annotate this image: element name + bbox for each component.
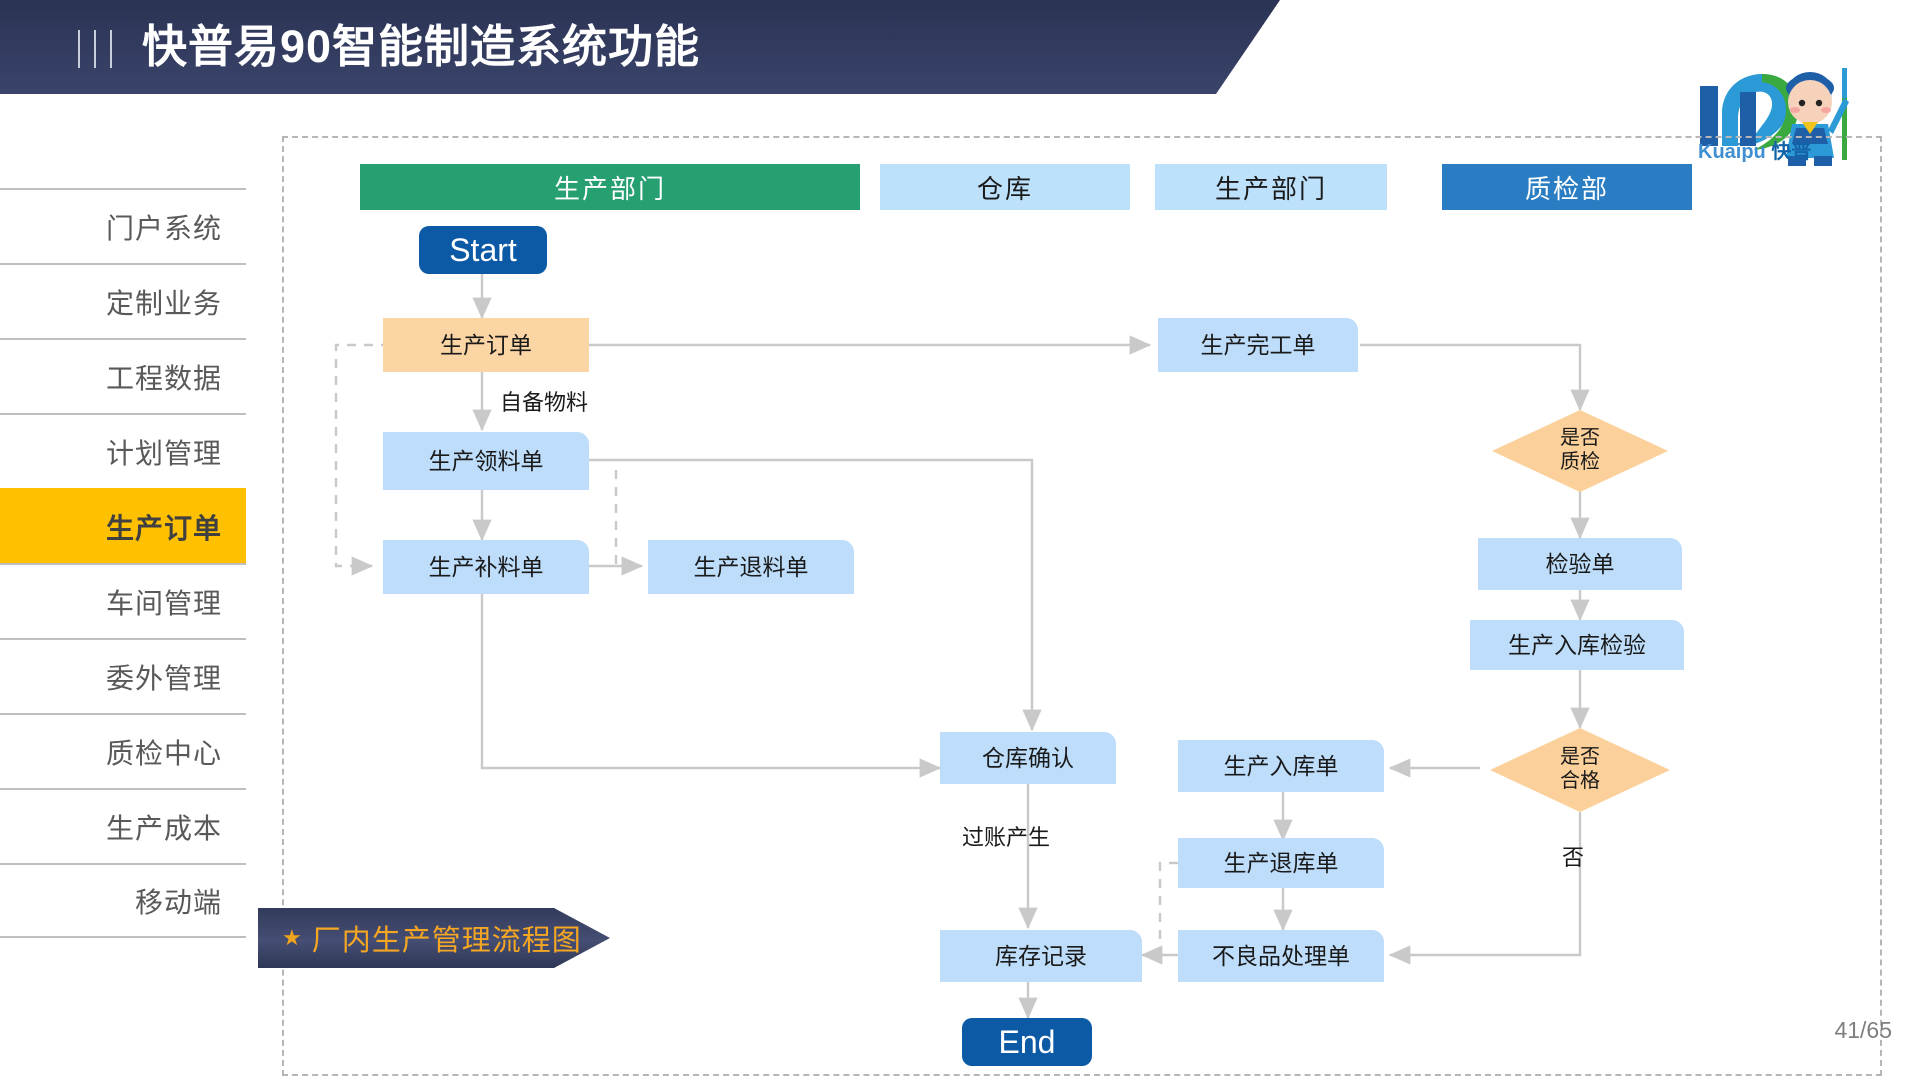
sidebar-item-outsourcing[interactable]: 委外管理 (0, 638, 246, 713)
edge-label-no: 否 (1562, 845, 1585, 870)
edge-label-posting-generated: 过账产生 (962, 825, 1051, 850)
node-material-replenishment[interactable]: 生产补料单 (383, 540, 589, 594)
sidebar-item-quality[interactable]: 质检中心 (0, 713, 246, 788)
edge-label-self-prepared-material: 自备物料 (500, 390, 589, 415)
sidebar-item-cost[interactable]: 生产成本 (0, 788, 246, 863)
node-inspection-sheet[interactable]: 检验单 (1478, 538, 1682, 590)
sidebar-item-production-order[interactable]: 生产订单 (0, 488, 246, 563)
node-start[interactable]: Start (419, 226, 547, 274)
mascot-character-icon (1786, 68, 1849, 166)
lane-header-warehouse: 仓库 (880, 164, 1130, 210)
lane-header-production-2: 生产部门 (1155, 164, 1387, 210)
node-label: 是否 质检 (1560, 427, 1600, 473)
node-warehouse-confirm[interactable]: 仓库确认 (940, 732, 1116, 784)
node-decision-need-inspection[interactable]: 是否 质检 (1492, 410, 1668, 492)
logo-wordmark: Kuaipu 快普 (1698, 135, 1811, 164)
node-warehousing-inspection[interactable]: 生产入库检验 (1470, 620, 1684, 670)
node-production-completion[interactable]: 生产完工单 (1158, 318, 1358, 372)
diagram-caption-tag: ★ 厂内生产管理流程图 (258, 908, 610, 968)
flowchart-panel (282, 136, 1882, 1076)
node-label: 是否 合格 (1560, 746, 1600, 792)
sidebar-item-custom[interactable]: 定制业务 (0, 263, 246, 338)
sidebar-nav[interactable]: 门户系统 定制业务 工程数据 计划管理 生产订单 车间管理 委外管理 质检中心 … (0, 188, 246, 938)
node-defective-handling[interactable]: 不良品处理单 (1178, 930, 1384, 982)
lane-header-quality: 质检部 (1442, 164, 1692, 210)
logo-mark-icon (1700, 68, 1849, 166)
lane-header-production-1: 生产部门 (360, 164, 860, 210)
page-title: 快普易90智能制造系统功能 (142, 21, 701, 72)
node-material-requisition[interactable]: 生产领料单 (383, 432, 589, 490)
sidebar-item-engineering[interactable]: 工程数据 (0, 338, 246, 413)
node-material-return[interactable]: 生产退料单 (648, 540, 854, 594)
brand-logo: Kuaipu 快普 (1692, 58, 1902, 168)
page-number: 41/65 (1834, 1017, 1892, 1043)
node-stock-record[interactable]: 库存记录 (940, 930, 1142, 982)
node-end[interactable]: End (962, 1018, 1092, 1066)
node-production-stock-return[interactable]: 生产退库单 (1178, 838, 1384, 888)
sidebar-item-mobile[interactable]: 移动端 (0, 863, 246, 938)
logo-chinese: 快普 (1771, 141, 1812, 163)
caption-text: 厂内生产管理流程图 (311, 925, 582, 957)
header-banner: 快普易90智能制造系统功能 (0, 0, 1280, 94)
node-decision-is-qualified[interactable]: 是否 合格 (1490, 728, 1670, 812)
node-production-receipt[interactable]: 生产入库单 (1178, 740, 1384, 792)
sidebar-item-portal[interactable]: 门户系统 (0, 188, 246, 263)
star-icon: ★ (282, 925, 302, 950)
menu-bars-icon[interactable] (78, 30, 112, 68)
logo-latin: Kuaipu (1698, 141, 1766, 163)
sidebar-item-planning[interactable]: 计划管理 (0, 413, 246, 488)
sidebar-item-workshop[interactable]: 车间管理 (0, 563, 246, 638)
node-production-order[interactable]: 生产订单 (383, 318, 589, 372)
